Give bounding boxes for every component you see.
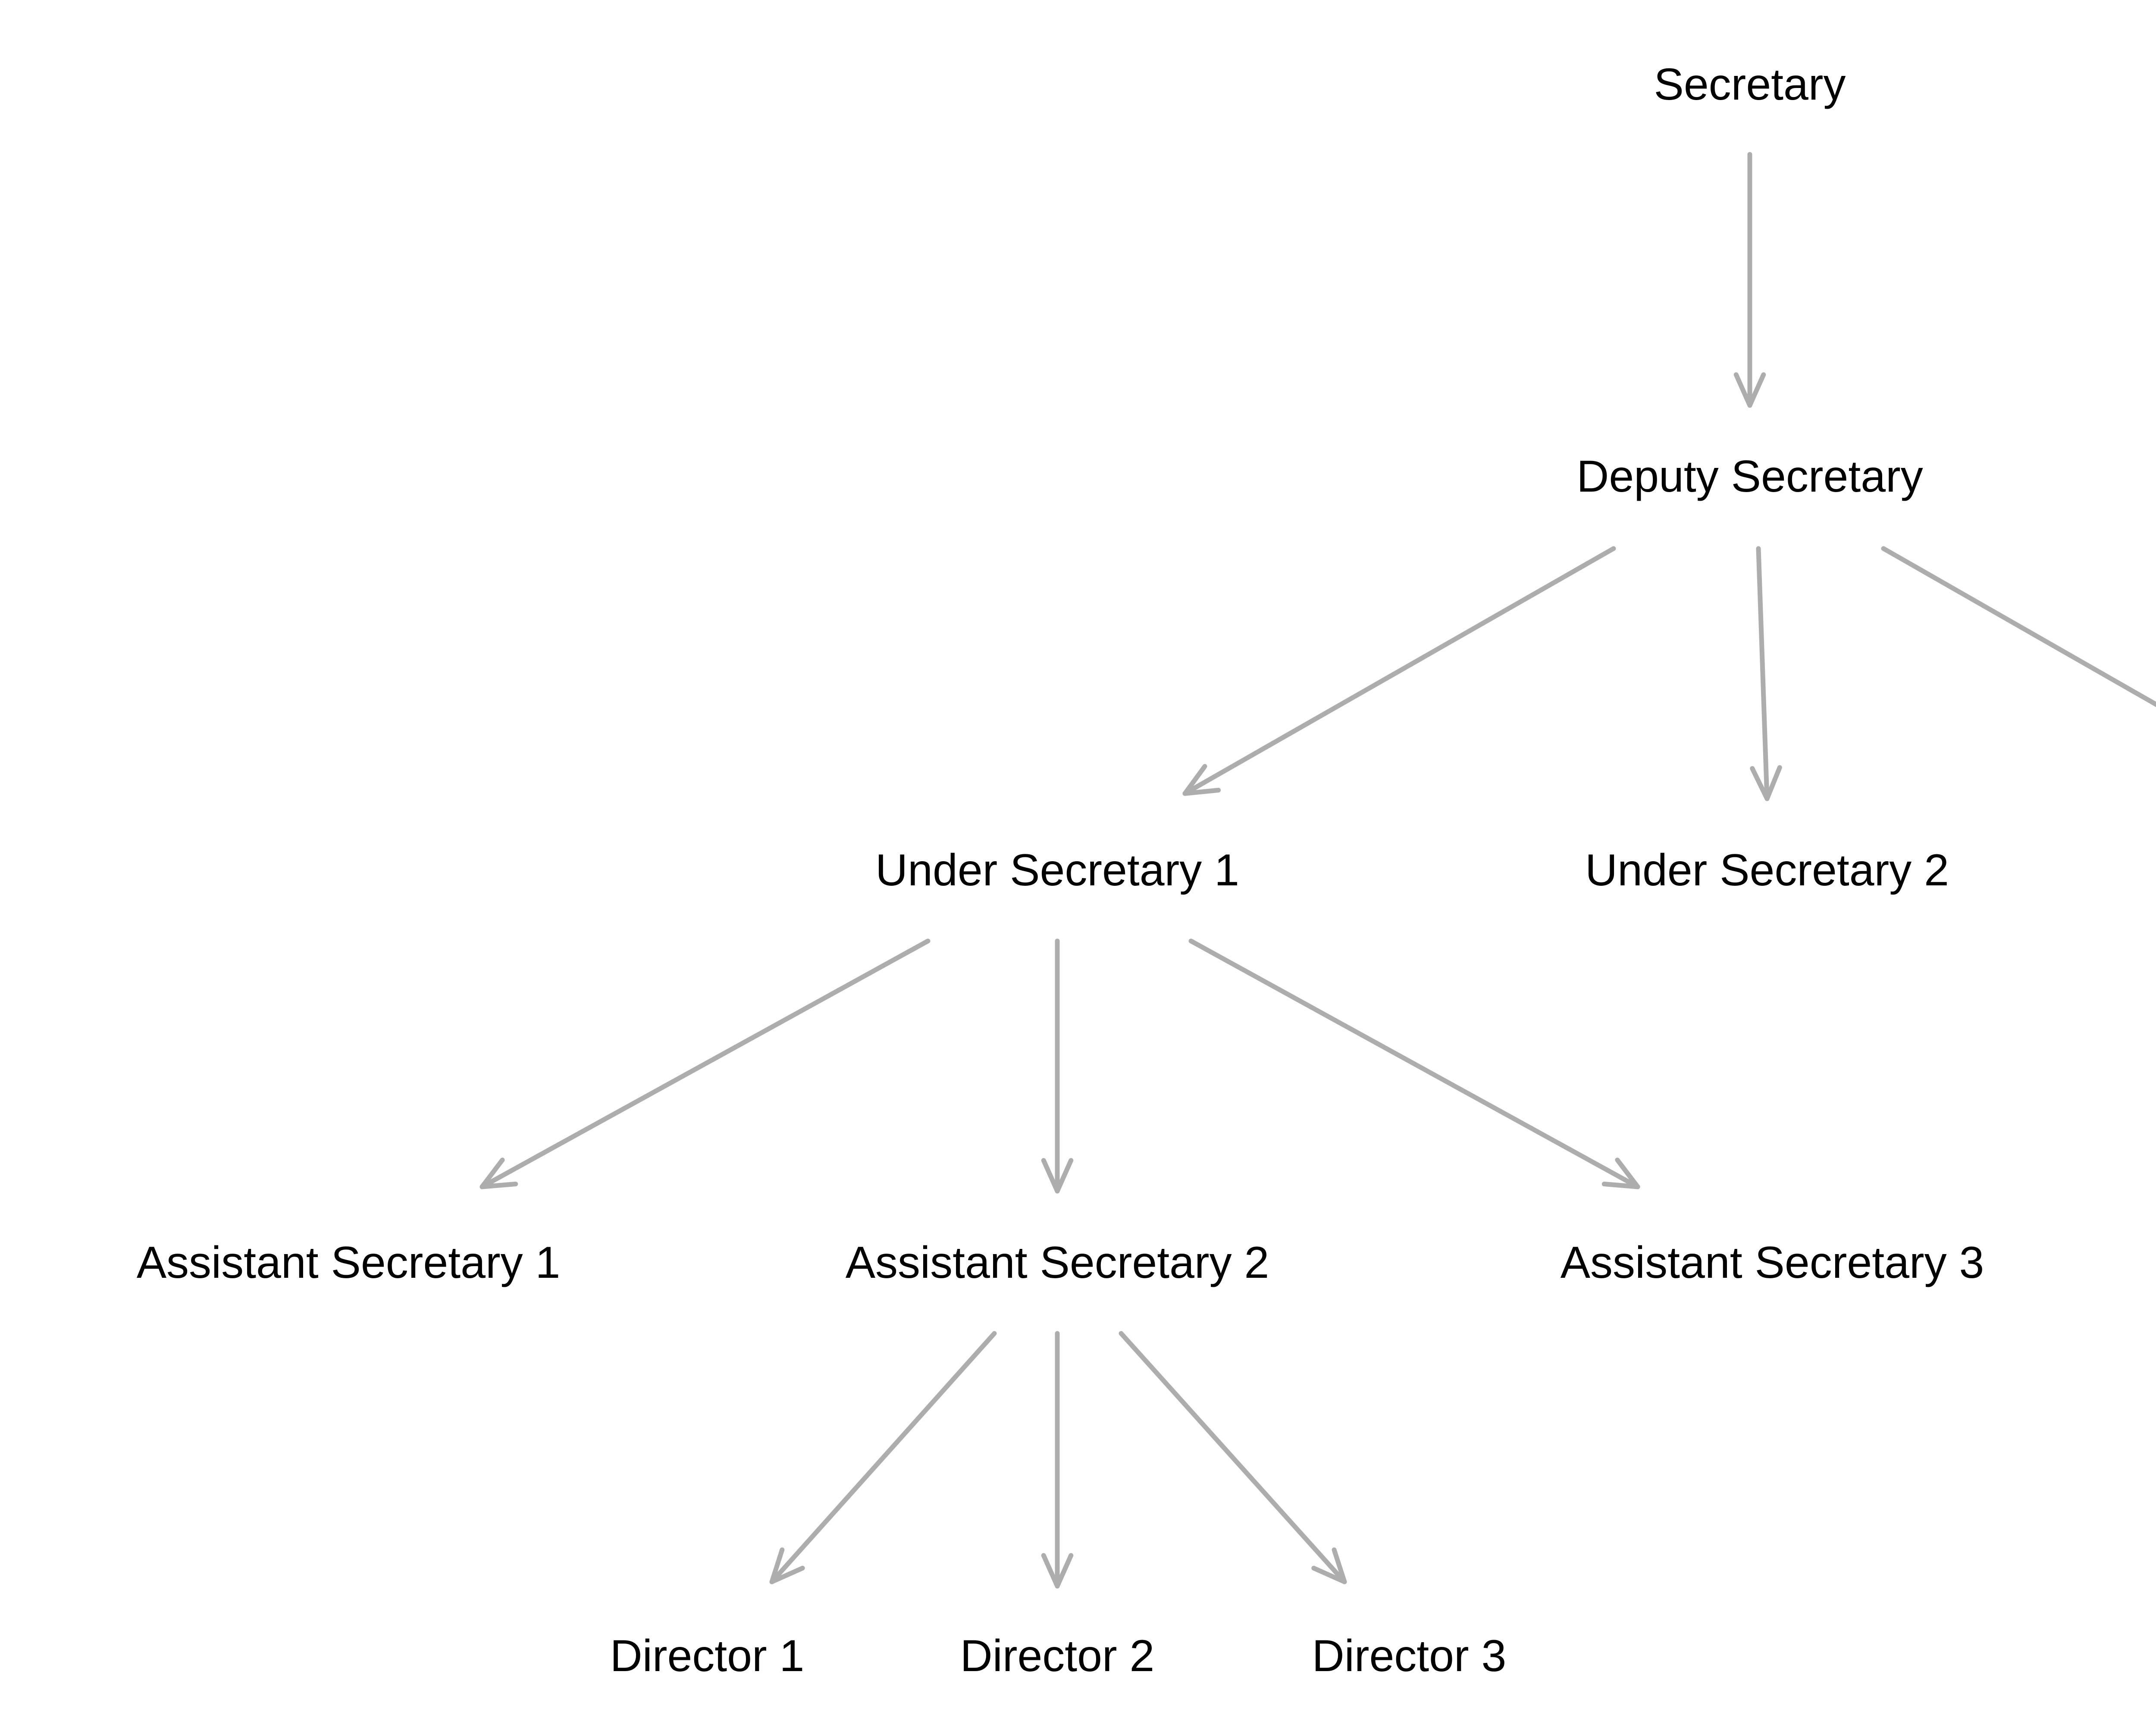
arrowhead-barb-1 [479,1157,505,1189]
org-edge-e-us1-as1 [479,938,931,1189]
org-edge-e-as2-dir3 [1119,1331,1347,1584]
arrowhead-barb-1 [1041,1158,1060,1194]
arrowhead-barb-2 [1055,1553,1074,1589]
org-edge-e-us1-as2 [1041,938,1074,1194]
org-node-us1[interactable]: Under Secretary 1 [875,845,1239,895]
org-edge-e-as2-dir1 [769,1331,997,1584]
arrowhead-barb-2 [1055,1158,1074,1194]
arrowhead-barb-1 [1750,766,1770,801]
edge-line [1188,938,1640,1189]
arrowhead-barb-2 [1332,1547,1347,1584]
org-node-as1[interactable]: Assistant Secretary 1 [136,1238,561,1288]
org-node-us2[interactable]: Under Secretary 2 [1585,845,1949,895]
org-edge-e-sec-dep [1733,152,1766,408]
org-node-dir1[interactable]: Director 1 [610,1631,805,1681]
org-edge-e-us1-as3 [1188,938,1640,1189]
org-node-secretary[interactable]: Secretary [1654,60,1846,110]
org-edge-e-dep-us2 [1750,546,1782,801]
arrowhead-barb-1 [1733,372,1752,408]
arrowhead-barb-1 [769,1547,785,1584]
edge-line [1182,546,1616,796]
org-edge-e-as2-dir2 [1041,1331,1074,1589]
edge-line [1756,546,1770,801]
arrowhead-barb-1 [1601,1182,1640,1189]
org-node-dir2[interactable]: Director 2 [960,1631,1155,1681]
org-edge-e-dep-us3 [1881,546,2156,707]
arrowhead-barb-1 [1311,1565,1347,1584]
arrowhead-barb-2 [1747,372,1766,408]
arrowhead-barb-1 [1041,1553,1060,1589]
org-edge-e-dep-us1 [1182,546,1616,796]
org-node-as2[interactable]: Assistant Secretary 2 [845,1238,1269,1288]
arrowhead-barb-1 [1182,764,1207,796]
org-node-dir3[interactable]: Director 3 [1312,1631,1507,1681]
arrowhead-barb-2 [769,1565,805,1584]
edge-line [479,938,931,1189]
edge-line [1119,1331,1347,1584]
arrowhead-barb-2 [1615,1157,1640,1189]
arrowhead-barb-2 [479,1181,518,1189]
edge-line [1881,546,2156,707]
org-node-deputy[interactable]: Deputy Secretary [1576,452,1923,502]
arrowhead-barb-2 [1764,765,1782,801]
org-node-as3[interactable]: Assistant Secretary 3 [1560,1238,1984,1288]
edge-line [769,1331,997,1584]
arrowhead-barb-2 [1182,787,1221,796]
